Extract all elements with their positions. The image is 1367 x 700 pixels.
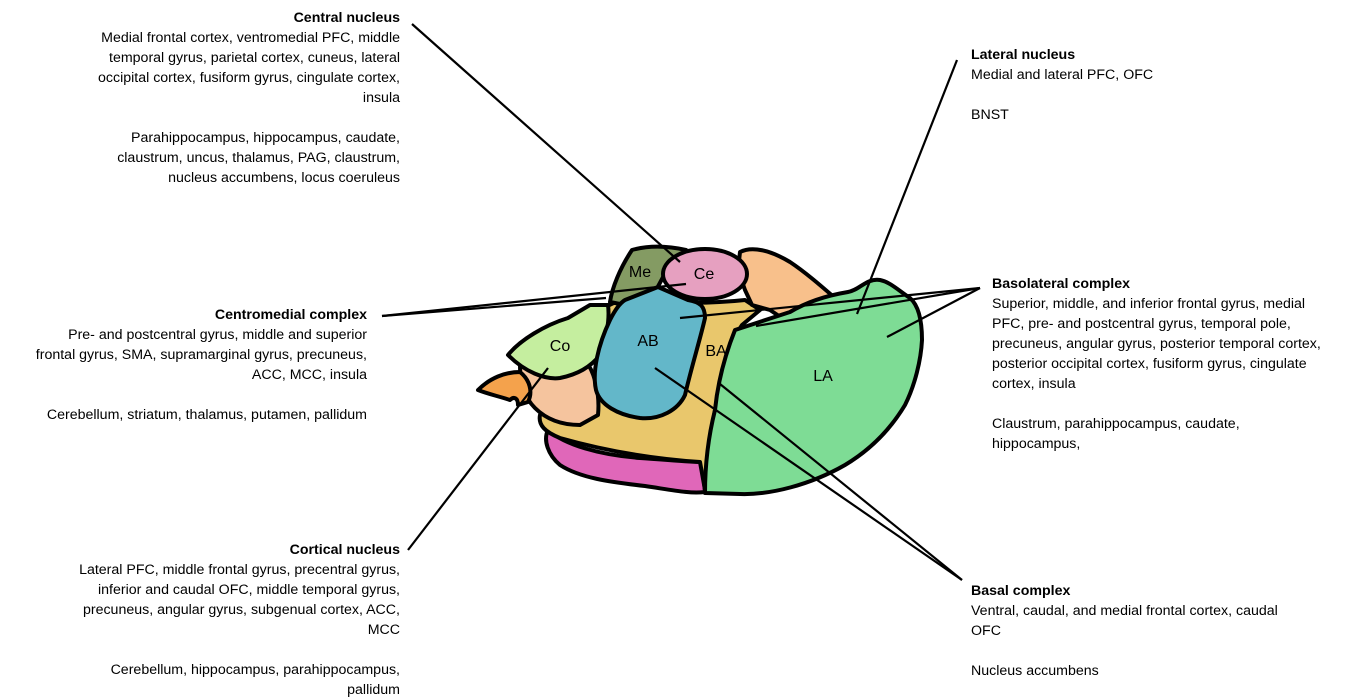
basolateral-block: Basolateral complex Superior, middle, an… (992, 274, 1362, 454)
region-label-me: Me (629, 264, 651, 281)
basolateral-cortical-line: posterior occipital cortex, fusiform gyr… (992, 354, 1362, 374)
centromedial-cortical-line: Pre- and postcentral gyrus, middle and s… (2, 325, 367, 345)
basal-cortical-line: OFC (971, 621, 1341, 641)
region-label-la: LA (813, 368, 833, 385)
centromedial-title: Centromedial complex (2, 305, 367, 325)
basolateral-cortical-line: cortex, insula (992, 374, 1362, 394)
centromedial-block: Centromedial complex Pre- and postcentra… (2, 305, 367, 425)
centromedial-cortical-line: frontal gyrus, SMA, supramarginal gyrus,… (2, 345, 367, 365)
central-cortical-line: temporal gyrus, parietal cortex, cuneus,… (40, 48, 400, 68)
cortical-nucleus-cortical-line: Lateral PFC, middle frontal gyrus, prece… (40, 560, 400, 580)
centromedial-cortical-line: ACC, MCC, insula (2, 365, 367, 385)
region-label-ba: BA (705, 343, 727, 360)
central-cortical-line: Medial frontal cortex, ventromedial PFC,… (40, 28, 400, 48)
lateral-nucleus-title: Lateral nucleus (971, 45, 1331, 65)
central-subcortical-line: Parahippocampus, hippocampus, caudate, (40, 128, 400, 148)
basal-cortical-line: Ventral, caudal, and medial frontal cort… (971, 601, 1341, 621)
central-subcortical-line: nucleus accumbens, locus coeruleus (40, 168, 400, 188)
cortical-nucleus-title: Cortical nucleus (40, 540, 400, 560)
leader-lateral (857, 60, 957, 314)
lateral-nucleus-block: Lateral nucleus Medial and lateral PFC, … (971, 45, 1331, 125)
basolateral-cortical-line: Superior, middle, and inferior frontal g… (992, 294, 1362, 314)
leader-cortical (408, 368, 548, 550)
lateral-cortical-line: Medial and lateral PFC, OFC (971, 65, 1331, 85)
region-label-ce: Ce (694, 266, 715, 283)
cortical-nucleus-cortical-line: inferior and caudal OFC, middle temporal… (40, 580, 400, 600)
region-label-ab: AB (637, 333, 658, 350)
cortical-nucleus-subcortical-line: pallidum (40, 680, 400, 700)
cortical-nucleus-subcortical-line: Cerebellum, hippocampus, parahippocampus… (40, 660, 400, 680)
cortical-nucleus-cortical-line: MCC (40, 620, 400, 640)
lateral-subcortical-line: BNST (971, 105, 1331, 125)
basolateral-cortical-line: PFC, pre- and postcentral gyrus, tempora… (992, 314, 1362, 334)
basolateral-cortical-line: precuneus, angular gyrus, posterior temp… (992, 334, 1362, 354)
basolateral-subcortical-line: Claustrum, parahippocampus, caudate, (992, 414, 1362, 434)
region-label-co: Co (550, 338, 571, 355)
centromedial-subcortical-line: Cerebellum, striatum, thalamus, putamen,… (2, 405, 367, 425)
basal-complex-title: Basal complex (971, 581, 1341, 601)
leader-central (412, 24, 680, 262)
basolateral-subcortical-line: hippocampus, (992, 434, 1362, 454)
central-nucleus-title: Central nucleus (40, 8, 400, 28)
cortical-nucleus-block: Cortical nucleus Lateral PFC, middle fro… (40, 540, 400, 700)
basolateral-title: Basolateral complex (992, 274, 1362, 294)
central-subcortical-line: claustrum, uncus, thalamus, PAG, claustr… (40, 148, 400, 168)
central-nucleus-block: Central nucleus Medial frontal cortex, v… (40, 8, 400, 188)
cortical-nucleus-cortical-line: precuneus, angular gyrus, subgenual cort… (40, 600, 400, 620)
basal-complex-block: Basal complex Ventral, caudal, and media… (971, 581, 1341, 681)
central-cortical-line: insula (40, 88, 400, 108)
central-cortical-line: occipital cortex, fusiform gyrus, cingul… (40, 68, 400, 88)
basal-subcortical-line: Nucleus accumbens (971, 661, 1341, 681)
